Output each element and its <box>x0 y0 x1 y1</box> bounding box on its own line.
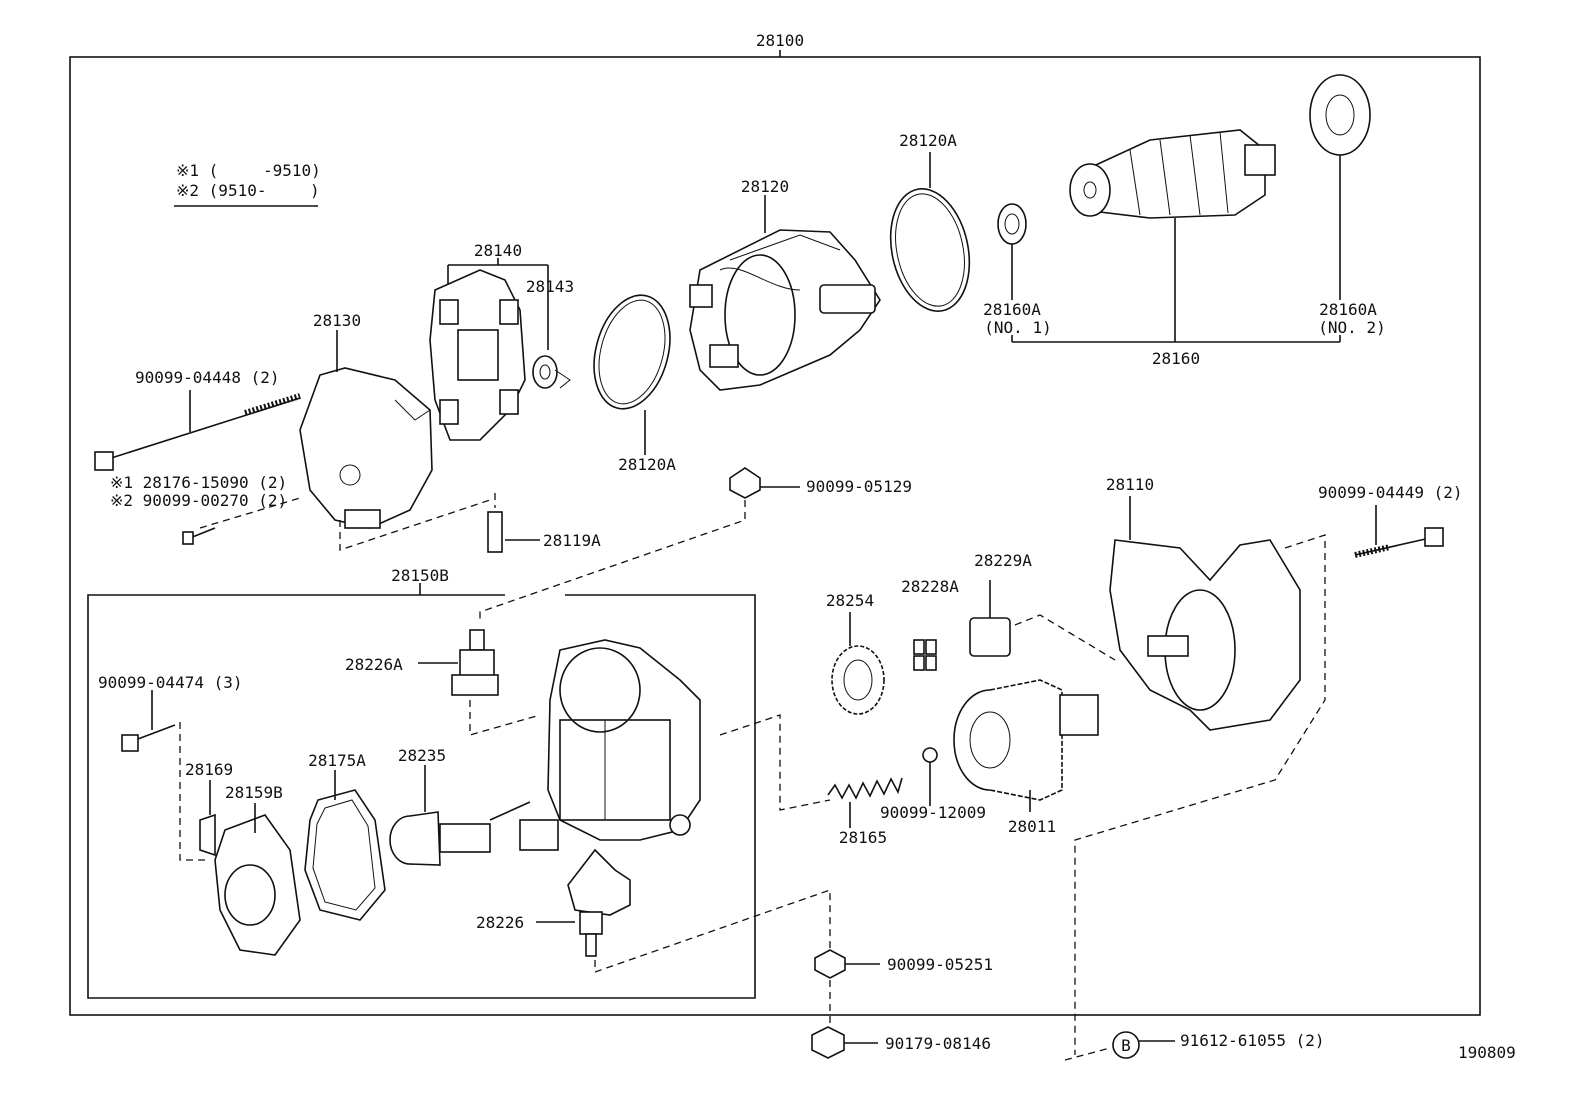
label-90099-05129: 90099-05129 <box>806 477 912 496</box>
label-91612-61055: 91612-61055 (2) <box>1180 1031 1325 1050</box>
drive-housing-28110: 28110 <box>1106 475 1301 731</box>
cover-28159b: 28159B <box>214 783 301 956</box>
o-ring-28120a-upper: 28120A <box>889 131 971 312</box>
terminal-28226: 28226 <box>476 848 631 957</box>
label-90099-12009: 90099-12009 <box>880 803 986 822</box>
label-90179-08146: 90179-08146 <box>885 1034 991 1053</box>
spring-28165: 28165 <box>827 777 903 847</box>
retainer-28229a: 28229A <box>969 551 1032 657</box>
label-28120a-top: 28120A <box>899 131 957 150</box>
label-90099-04449: 90099-04449 (2) <box>1318 483 1463 502</box>
screw-90099-00270 <box>182 527 216 545</box>
label-28011: 28011 <box>1008 817 1056 836</box>
label-28160a-no2-sub: (NO. 2) <box>1318 318 1385 337</box>
o-ring-28120a-lower: 28120A <box>593 294 676 474</box>
label-note1-28176: ※1 28176-15090 (2) <box>110 473 287 492</box>
label-28160a-no2: 28160A <box>1319 300 1377 319</box>
nut-90099-05129: 90099-05129 <box>729 467 912 499</box>
label-28254: 28254 <box>826 591 874 610</box>
armature <box>1069 129 1276 219</box>
label-28110: 28110 <box>1106 475 1154 494</box>
diagram-id: 190809 <box>1458 1043 1516 1062</box>
label-28235: 28235 <box>398 746 446 765</box>
legend-line2-mark: ※2 (9510- <box>176 181 266 200</box>
bolt-90099-04474: 90099-04474 (3) <box>98 673 243 752</box>
legend-line1-range: -9510) <box>263 161 321 180</box>
label-28150b: 28150B <box>391 566 449 585</box>
label-28226a: 28226A <box>345 655 403 674</box>
label-28130: 28130 <box>313 311 361 330</box>
label-28143: 28143 <box>526 277 574 296</box>
gasket-28175a: 28175A <box>304 751 386 921</box>
bracket-28160: 28160 <box>1011 218 1341 368</box>
label-28165: 28165 <box>839 828 887 847</box>
label-28229a: 28229A <box>974 551 1032 570</box>
sub-assembly-28150b: 28150B <box>87 566 756 999</box>
bolt-90099-04449: 90099-04449 (2) <box>1318 483 1463 558</box>
nut-90099-05251: 90099-05251 <box>814 949 993 979</box>
bearing-28160a-no2: 28160A (NO. 2) <box>1309 74 1386 337</box>
label-28159b: 28159B <box>225 783 283 802</box>
through-bolt-90099-04448: 90099-04448 (2) ※1 28176-15090 (2) ※2 90… <box>94 368 301 510</box>
clip-28169: 28169 <box>185 760 233 857</box>
label-28140: 28140 <box>474 241 522 260</box>
label-90099-05251: 90099-05251 <box>887 955 993 974</box>
label-circle-b: B <box>1121 1036 1131 1055</box>
ball-90099-12009: 90099-12009 <box>880 747 986 822</box>
legend-line1-mark: ※1 ( <box>176 161 218 180</box>
label-28120: 28120 <box>741 177 789 196</box>
clutch-28011: 28011 <box>953 679 1099 836</box>
end-frame-28130: 28130 <box>299 311 433 529</box>
plunger-28235: 28235 <box>389 746 531 866</box>
legend-line2-close: ) <box>310 181 320 200</box>
label-90099-04474: 90099-04474 (3) <box>98 673 243 692</box>
label-28120a-mid: 28120A <box>618 455 676 474</box>
label-90099-04448: 90099-04448 (2) <box>135 368 280 387</box>
label-28119a: 28119A <box>543 531 601 550</box>
bracket-28140: 28140 28143 <box>447 241 574 350</box>
label-28100: 28100 <box>756 31 804 50</box>
label-28226: 28226 <box>476 913 524 932</box>
gear-28254: 28254 <box>826 591 885 715</box>
label-28169: 28169 <box>185 760 233 779</box>
rollers-28228a: 28228A <box>901 577 959 671</box>
field-frame-28120: 28120 <box>689 177 881 391</box>
part-28119a: 28119A <box>487 493 601 553</box>
label-28228a: 28228A <box>901 577 959 596</box>
brush-spring-28143 <box>532 355 571 389</box>
circle-b-marker: B 91612-61055 (2) <box>1112 1031 1325 1059</box>
terminal-28226a: 28226A <box>345 629 499 696</box>
legend-box: ※1 ( -9510) ※2 (9510- ) <box>174 161 321 207</box>
label-28175a: 28175A <box>308 751 366 770</box>
magnetic-switch-body <box>519 639 701 851</box>
label-28160: 28160 <box>1152 349 1200 368</box>
brush-holder <box>429 269 526 441</box>
nut-90179-08146: 90179-08146 <box>811 1026 991 1059</box>
label-note2-90099-00270: ※2 90099-00270 (2) <box>110 491 287 510</box>
label-28160a-no1-sub: (NO. 1) <box>984 318 1051 337</box>
label-28160a-no1: 28160A <box>983 300 1041 319</box>
assembly-frame-28100 <box>69 56 1481 1016</box>
bearing-28160a-no1: 28160A (NO. 1) <box>983 203 1052 337</box>
